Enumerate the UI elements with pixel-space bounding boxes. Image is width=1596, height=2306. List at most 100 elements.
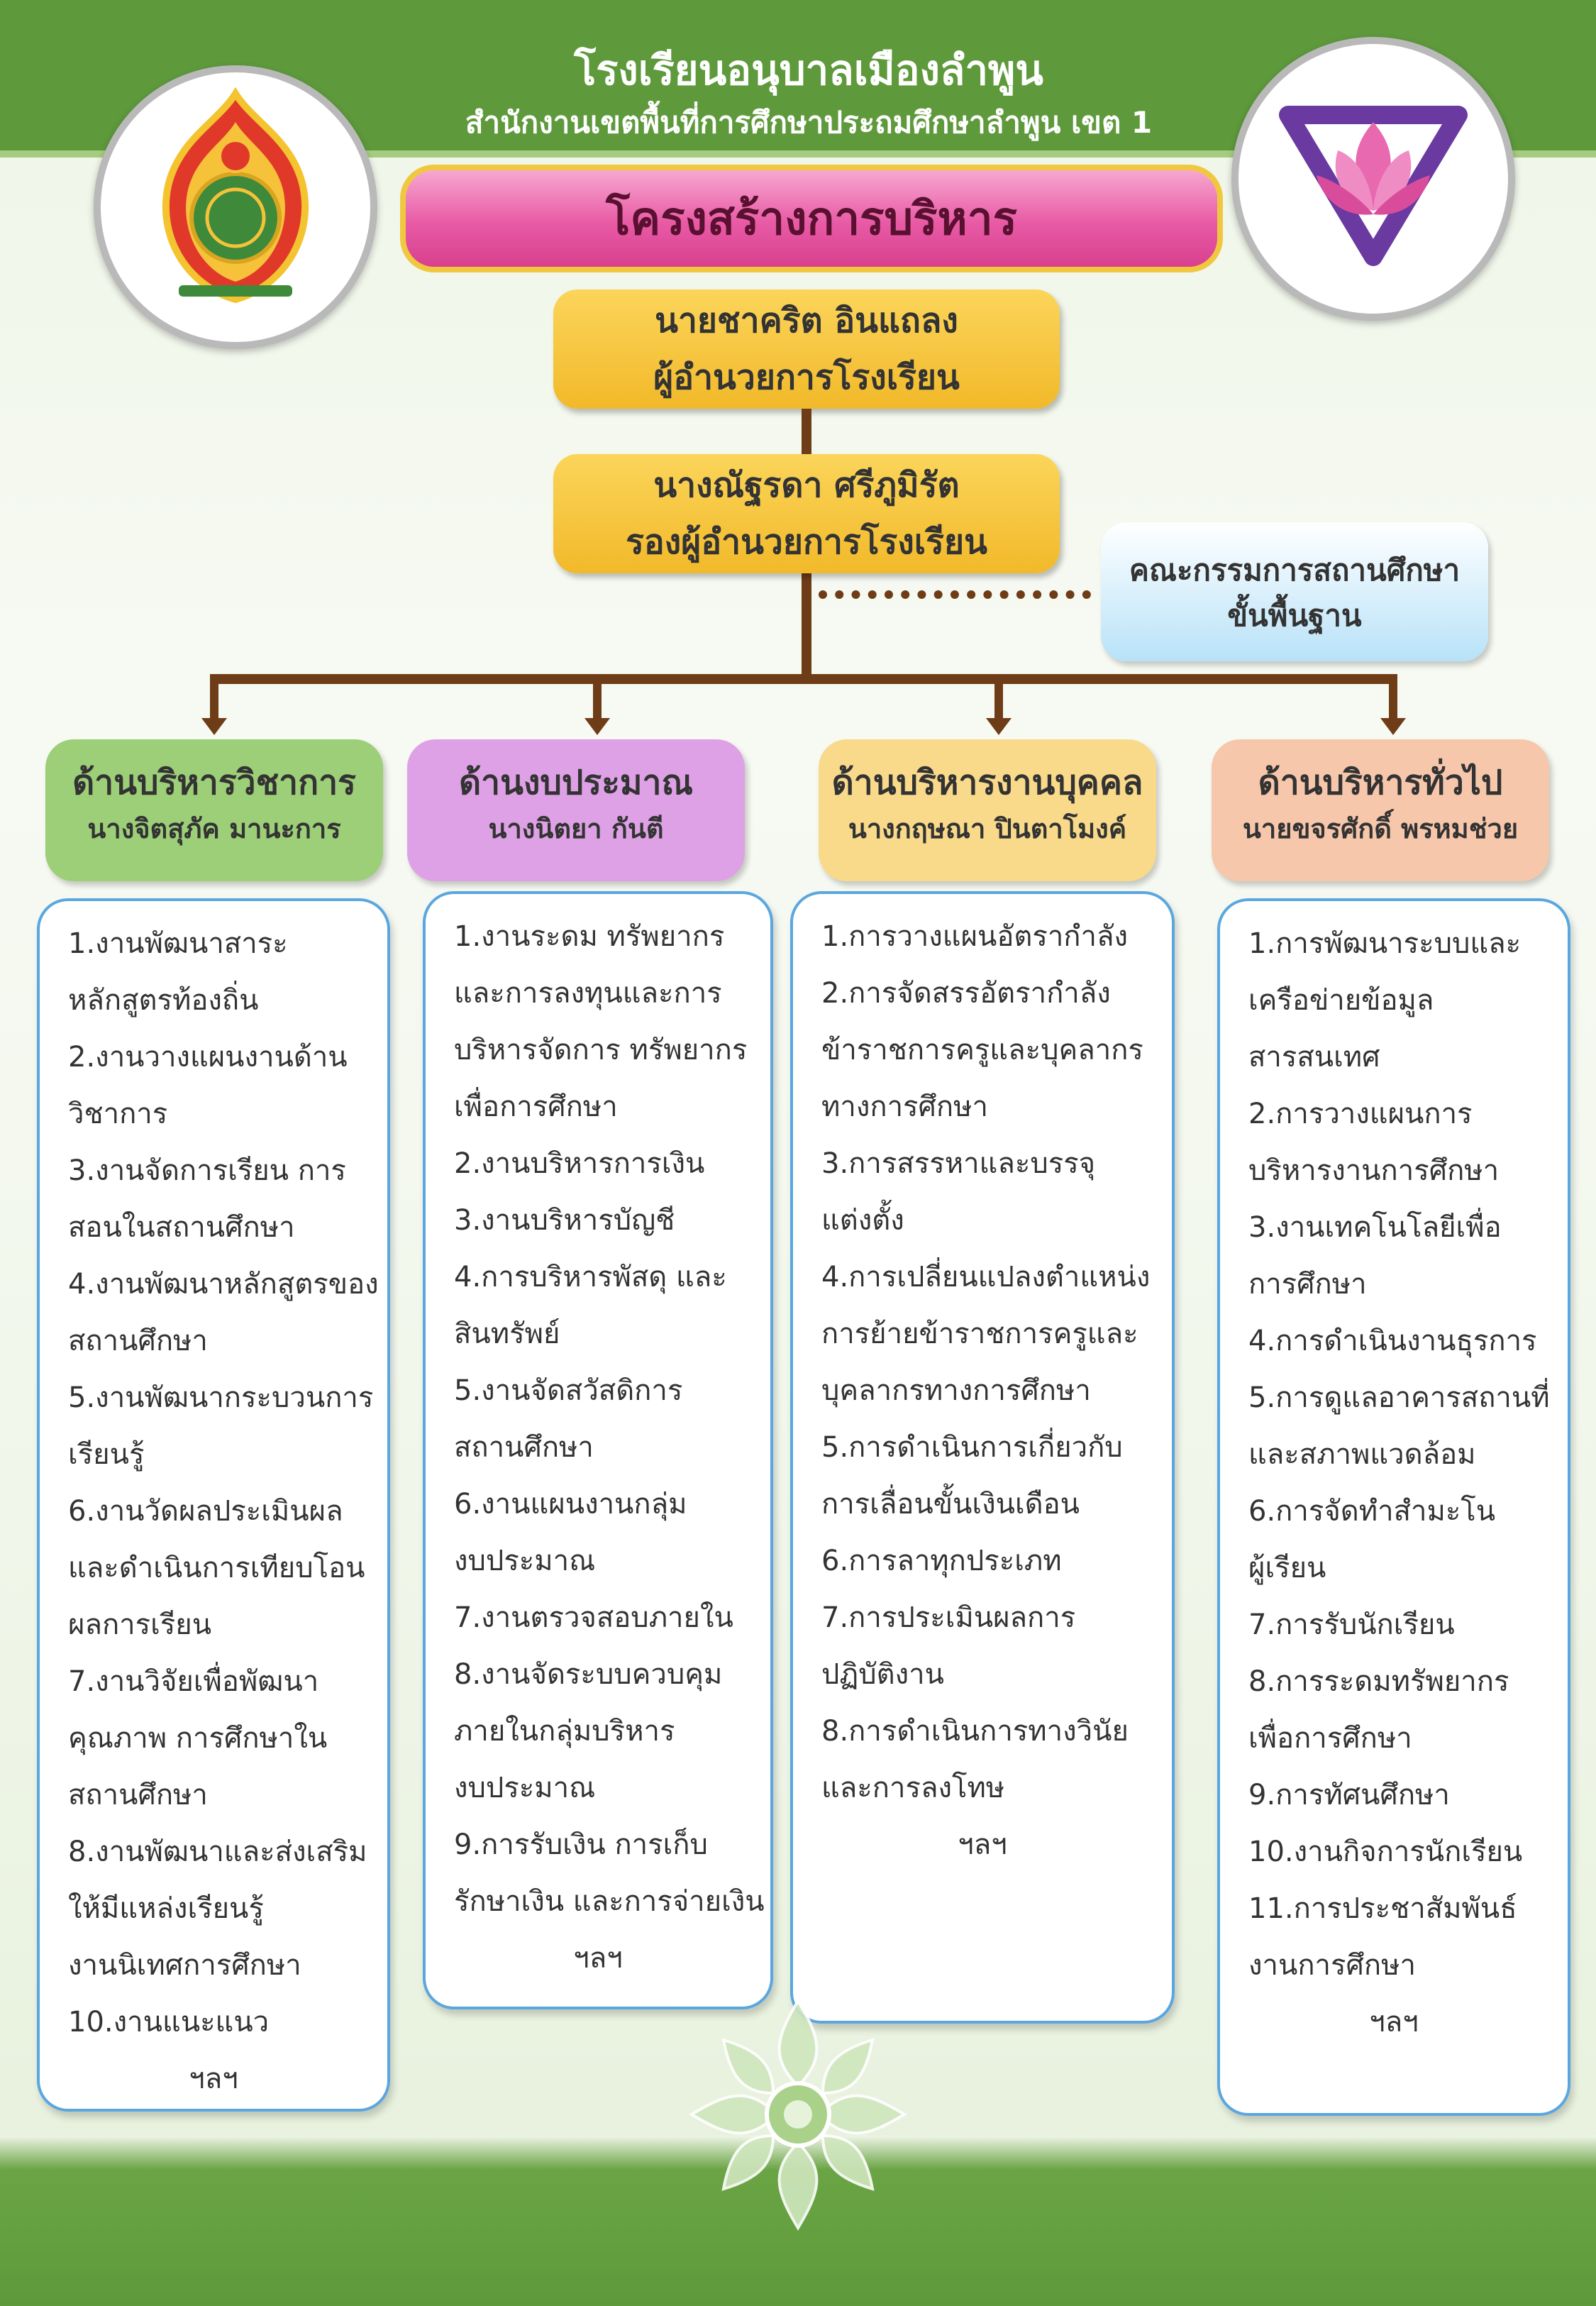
task-item: ให้มีแหล่งเรียนรู้ bbox=[68, 1892, 264, 1925]
task-item: ข้าราชการครูและบุคลากร bbox=[821, 1034, 1143, 1066]
task-item: 7.งานวิจัยเพื่อพัฒนา bbox=[68, 1665, 319, 1698]
task-item: 2.การจัดสรรอัตรากำลัง bbox=[821, 977, 1111, 1010]
task-item: 4.การบริหารพัสดุ และ bbox=[454, 1261, 727, 1293]
task-item: 8.การดำเนินการทางวินัย bbox=[821, 1715, 1129, 1748]
task-item: 5.การดำเนินการเกี่ยวกับ bbox=[821, 1431, 1123, 1464]
task-item: เพื่อการศึกษา bbox=[1248, 1722, 1412, 1755]
task-item: ปฏิบัติงาน bbox=[821, 1658, 944, 1691]
task-item: งบประมาณ bbox=[454, 1772, 596, 1804]
task-item: สอนในสถานศึกษา bbox=[68, 1211, 295, 1244]
committee-line-2: ขั้นพื้นฐาน bbox=[1227, 598, 1362, 633]
task-item: 8.งานจัดระบบควบคุม bbox=[454, 1658, 723, 1691]
task-item: 7.การประเมินผลการ bbox=[821, 1601, 1076, 1634]
task-item: 5.งานพัฒนากระบวนการ bbox=[68, 1381, 374, 1414]
director-name: นายชาคริต อินแถลง bbox=[655, 301, 958, 341]
committee-box: คณะกรรมการสถานศึกษา ขั้นพื้นฐาน bbox=[1101, 522, 1488, 661]
connector-dotted-committee bbox=[819, 590, 1091, 599]
dept-title: ด้านบริหารวิชาการ bbox=[72, 763, 356, 802]
task-item: 1.งานระดม ทรัพยากร bbox=[454, 920, 725, 953]
thai-flower-ornament-icon bbox=[685, 1994, 911, 2238]
task-item: บุคลากรทางการศึกษา bbox=[821, 1374, 1091, 1407]
task-item: และการลงทุนและการ bbox=[454, 977, 722, 1010]
task-item: 4.การเปลี่ยนแปลงตำแหน่ง bbox=[821, 1261, 1151, 1293]
connector-drop-4 bbox=[1389, 674, 1397, 721]
task-item: 3.งานจัดการเรียน การ bbox=[68, 1154, 346, 1187]
arrow-down-icon bbox=[986, 718, 1012, 735]
task-item: การย้ายข้าราชการครูและ bbox=[821, 1318, 1138, 1350]
task-item: 10.งานแนะแนว bbox=[68, 2006, 270, 2039]
deputy-position: รองผู้อำนวยการโรงเรียน bbox=[626, 522, 987, 562]
task-item: 5.งานจัดสวัสดิการ bbox=[454, 1374, 683, 1407]
office-name: สำนักงานเขตพื้นที่การศึกษาประถมศึกษาลำพู… bbox=[465, 105, 1153, 140]
task-item: ผู้เรียน bbox=[1248, 1552, 1326, 1584]
dept-general-task-list: 1.การพัฒนาระบบและเครือข่ายข้อมูลสารสนเทศ… bbox=[1217, 898, 1570, 2116]
dept-title: ด้านงบประมาณ bbox=[459, 763, 693, 802]
dept-personnel-task-list: 1.การวางแผนอัตรากำลัง 2.การจัดสรรอัตรากำล… bbox=[790, 891, 1175, 2024]
dept-budget-task-list: 1.งานระดม ทรัพยากรและการลงทุนและการบริหา… bbox=[423, 891, 773, 2009]
task-item: 6.งานวัดผลประเมินผล bbox=[68, 1495, 343, 1528]
header-band-line bbox=[0, 150, 1596, 158]
task-item: 7.การรับนักเรียน bbox=[1248, 1609, 1455, 1641]
task-etc: ฯลฯ bbox=[1369, 2006, 1419, 2039]
connector-drop-2 bbox=[593, 674, 602, 721]
task-item: 10.งานกิจการนักเรียน bbox=[1248, 1836, 1523, 1868]
task-item: คุณภาพ การศึกษาใน bbox=[68, 1722, 328, 1755]
school-name: โรงเรียนอนุบาลเมืองลำพูน bbox=[574, 46, 1043, 94]
task-item: 9.การทัศนศึกษา bbox=[1248, 1779, 1450, 1811]
task-item: บริหารจัดการ ทรัพยากร bbox=[454, 1034, 748, 1066]
committee-line-1: คณะกรรมการสถานศึกษา bbox=[1129, 553, 1461, 587]
task-item: 2.งานบริหารการเงิน bbox=[454, 1147, 705, 1180]
task-item: งานนิเทศการศึกษา bbox=[68, 1949, 301, 1982]
task-item: สถานศึกษา bbox=[68, 1779, 208, 1811]
task-item: เพื่อการศึกษา bbox=[454, 1091, 618, 1123]
task-item: 1.การวางแผนอัตรากำลัง bbox=[821, 920, 1129, 953]
page-title: โครงสร้างการบริหาร bbox=[400, 165, 1223, 272]
task-item: 4.การดำเนินงานธุรการ bbox=[1248, 1325, 1537, 1357]
task-item: 2.การวางแผนการ bbox=[1248, 1098, 1473, 1130]
task-item: งานการศึกษา bbox=[1248, 1949, 1416, 1982]
arrow-down-icon bbox=[201, 718, 227, 735]
obec-emblem-icon bbox=[94, 65, 377, 349]
deputy-name: นางณัฐรดา ศรีภูมิรัต bbox=[653, 465, 960, 505]
task-item: 3.งานบริหารบัญชี bbox=[454, 1204, 675, 1237]
task-item: รักษาเงิน และการจ่ายเงิน bbox=[454, 1885, 765, 1918]
task-item: การศึกษา bbox=[1248, 1268, 1367, 1301]
dept-budget-header: ด้านงบประมาณ นางนิตยา กันตี bbox=[407, 739, 745, 881]
task-item: ภายในกลุ่มบริหาร bbox=[454, 1715, 675, 1748]
connector-drop-3 bbox=[994, 674, 1003, 721]
task-item: สินทรัพย์ bbox=[454, 1318, 560, 1350]
task-etc: ฯลฯ bbox=[573, 1942, 623, 1975]
task-item: 3.งานเทคโนโลยีเพื่อ bbox=[1248, 1211, 1502, 1244]
task-item: 8.การระดมทรัพยากร bbox=[1248, 1665, 1509, 1698]
task-item: การเลื่อนขั้นเงินเดือน bbox=[821, 1488, 1080, 1521]
dept-title: ด้านบริหารงานบุคคล bbox=[831, 763, 1143, 802]
task-item: และสภาพแวดล้อม bbox=[1248, 1438, 1476, 1471]
dept-academic-header: ด้านบริหารวิชาการ นางจิตสุภัค มานะการ bbox=[45, 739, 383, 881]
lotus-school-emblem-icon bbox=[1231, 37, 1515, 321]
task-item: 6.การจัดทำสำมะโน bbox=[1248, 1495, 1496, 1528]
deputy-box: นางณัฐรดา ศรีภูมิรัต รองผู้อำนวยการโรงเร… bbox=[553, 454, 1060, 573]
task-item: หลักสูตรท้องถิ่น bbox=[68, 984, 259, 1017]
task-item: ผลการเรียน bbox=[68, 1609, 212, 1641]
task-item: 6.งานแผนงานกลุ่ม bbox=[454, 1488, 687, 1521]
connector-drop-1 bbox=[210, 674, 218, 721]
task-item: เครือข่ายข้อมูล bbox=[1248, 984, 1434, 1017]
dept-personnel-header: ด้านบริหารงานบุคคล นางกฤษณา ปินตาโมงค์ bbox=[819, 739, 1156, 881]
dept-head: นางนิตยา กันตี bbox=[488, 813, 664, 844]
task-item: และดำเนินการเทียบโอน bbox=[68, 1552, 365, 1584]
task-item: 8.งานพัฒนาและส่งเสริม bbox=[68, 1836, 367, 1868]
task-item: บริหารงานการศึกษา bbox=[1248, 1154, 1500, 1187]
task-item: 5.การดูแลอาคารสถานที่ bbox=[1248, 1381, 1550, 1414]
task-etc: ฯลฯ bbox=[189, 2063, 238, 2095]
dept-general-header: ด้านบริหารทั่วไป นายขจรศักดิ์ พรหมช่วย bbox=[1212, 739, 1549, 881]
task-etc: ฯลฯ bbox=[958, 1828, 1007, 1861]
task-item: ทางการศึกษา bbox=[821, 1091, 988, 1123]
arrow-down-icon bbox=[584, 718, 610, 735]
task-item: สถานศึกษา bbox=[68, 1325, 208, 1357]
task-item: สถานศึกษา bbox=[454, 1431, 594, 1464]
task-item: งบประมาณ bbox=[454, 1545, 596, 1577]
dept-head: นายขจรศักดิ์ พรหมช่วย bbox=[1242, 813, 1519, 844]
task-item: 11.การประชาสัมพันธ์ bbox=[1248, 1892, 1517, 1925]
task-item: 6.การลาทุกประเภท bbox=[821, 1545, 1062, 1577]
